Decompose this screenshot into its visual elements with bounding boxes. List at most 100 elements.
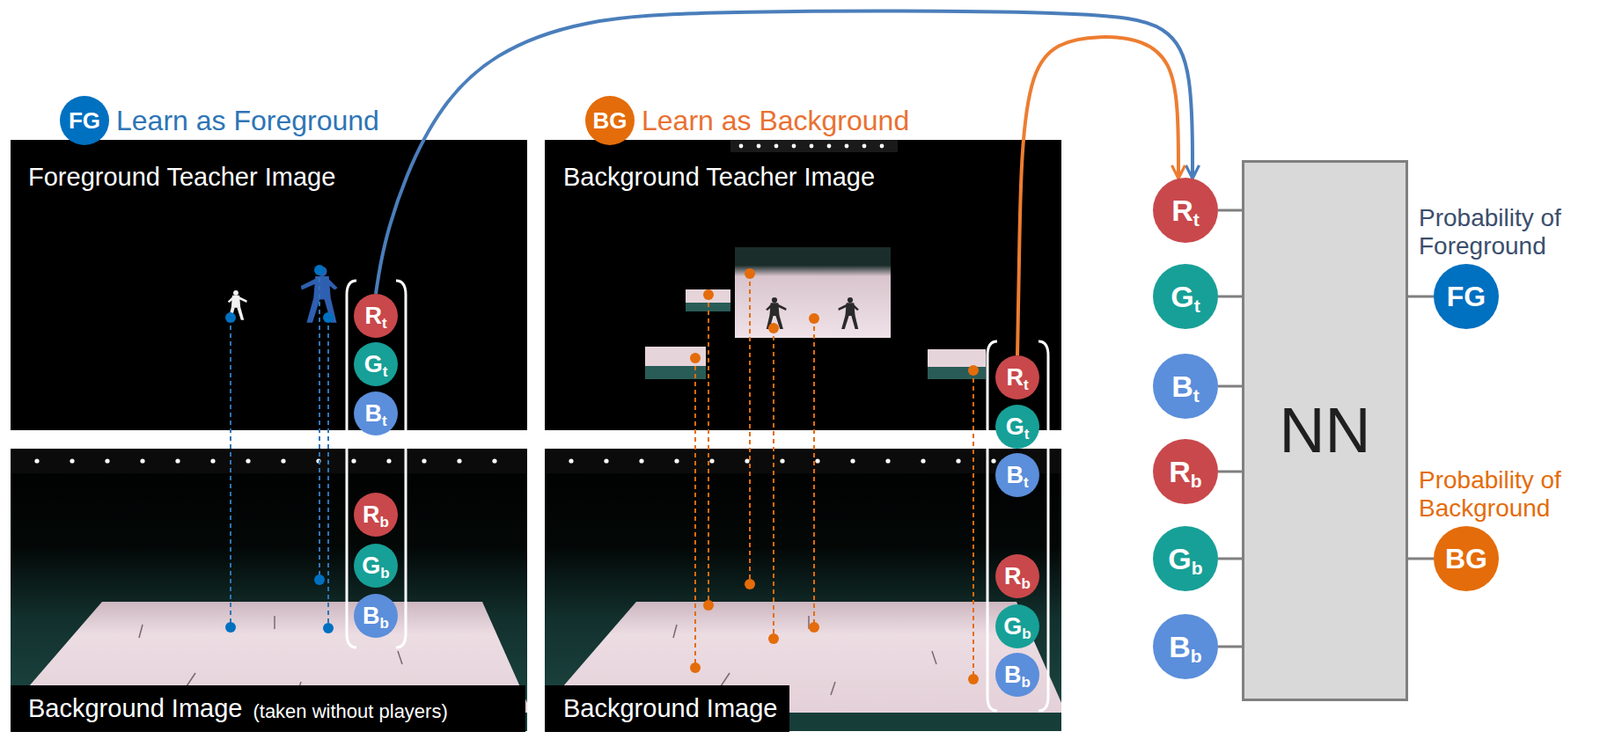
sample-leader — [695, 273, 974, 680]
circle-core: Rb — [353, 492, 398, 537]
circle-core: FG — [59, 95, 110, 146]
class-tag: FG — [1446, 280, 1486, 313]
value-circle: Rb — [995, 554, 1040, 599]
circle-text: Gb — [361, 554, 389, 579]
input-line — [1218, 295, 1242, 299]
channel-letter: B — [362, 602, 381, 630]
channel-letter: B — [1005, 462, 1024, 489]
channel-subscript: t — [382, 363, 389, 381]
circle-text: Rb — [1168, 456, 1202, 487]
network-label: NN — [1279, 394, 1372, 468]
class-tag: FG — [68, 107, 101, 134]
channel-letter: R — [1004, 563, 1022, 590]
circle-text: Bb — [362, 604, 389, 629]
value-circle: Rb — [353, 492, 398, 537]
circle-fill — [995, 453, 1040, 498]
circle-text: Bb — [1168, 631, 1202, 662]
channel-letter: R — [1005, 364, 1024, 391]
sample-dot — [225, 264, 334, 634]
panel-heading: Learn as Background — [641, 104, 910, 138]
circle-text: BG — [1445, 544, 1488, 573]
channel-letter: G — [364, 351, 383, 378]
circle-fill — [1152, 526, 1219, 592]
circle-text: Bt — [1005, 463, 1028, 488]
circle-text: Gb — [1003, 615, 1031, 639]
circle-text: BG — [593, 109, 628, 133]
value-circle: Bb — [353, 594, 398, 639]
circle-fill — [995, 554, 1040, 599]
channel-subscript: t — [381, 412, 388, 430]
input-line — [1218, 385, 1242, 389]
circle-fill — [995, 653, 1040, 698]
player-silhouette — [837, 297, 859, 330]
channel-subscript: b — [1021, 625, 1031, 643]
network-box: NN — [1241, 160, 1409, 702]
input-line — [1408, 295, 1434, 299]
circle-core: Rb — [995, 554, 1040, 599]
circle-core: Bb — [1152, 614, 1219, 680]
channel-letter: B — [1168, 630, 1191, 664]
circle-text: FG — [1446, 282, 1486, 311]
channel-subscript: t — [1023, 376, 1029, 394]
input-line — [1218, 557, 1242, 561]
circle-text: Rt — [364, 304, 387, 329]
channel-letter: B — [1004, 661, 1022, 689]
value-circle: Gb — [353, 543, 398, 588]
flow-arrow — [1017, 36, 1179, 356]
group-bracket — [346, 280, 1049, 712]
class-tag: BG — [593, 107, 628, 134]
panel-heading: Learn as Foreground — [116, 104, 380, 138]
floor-crop — [645, 346, 706, 380]
circle-fill — [1152, 353, 1219, 419]
input-line — [1218, 470, 1242, 474]
circle-text: Bt — [1171, 371, 1200, 402]
circle-core: Rt — [1152, 177, 1219, 243]
input-line — [1408, 557, 1434, 561]
circle-fill — [353, 543, 398, 588]
circle-core: Gb — [353, 543, 398, 588]
channel-letter: B — [1171, 369, 1194, 404]
circle-text: Rt — [1005, 366, 1028, 390]
channel-letter: G — [361, 552, 381, 580]
circle-fill — [353, 492, 398, 537]
circle-fill — [353, 594, 398, 639]
panel-note: (taken without players) — [247, 685, 526, 733]
circle-text: Bt — [364, 402, 387, 426]
value-circle: BGLearn as Background — [585, 95, 635, 146]
input-line — [1218, 209, 1242, 213]
output-caption: Probability of Background — [1418, 466, 1591, 523]
circle-core: Gt — [1152, 264, 1219, 330]
input-line — [1218, 645, 1242, 649]
channel-letter: G — [1005, 413, 1025, 441]
circle-core: Bb — [353, 594, 398, 639]
value-circle: Bb — [1152, 614, 1219, 680]
channel-subscript: b — [1021, 575, 1031, 593]
channel-subscript: t — [381, 315, 388, 332]
floor-crop — [734, 247, 891, 338]
channel-letter: G — [1167, 542, 1191, 576]
circle-fill — [1152, 177, 1219, 243]
circle-text: Rb — [362, 503, 389, 528]
floor-crop — [685, 289, 731, 312]
circle-fill — [585, 95, 635, 146]
channel-subscript: t — [1193, 209, 1200, 230]
circle-core: Gb — [995, 604, 1040, 649]
channel-letter: R — [362, 501, 381, 529]
flow-arrow — [375, 11, 1193, 294]
floor-crop — [927, 349, 986, 380]
circle-core: Bb — [995, 653, 1040, 698]
circle-text: Rt — [1171, 195, 1200, 226]
circle-core: Bt — [353, 391, 398, 436]
circle-text: Gt — [1005, 415, 1030, 440]
channel-letter: R — [1168, 455, 1191, 489]
circle-text: FG — [68, 109, 101, 133]
value-circle: Bb — [995, 653, 1040, 698]
background-teacher-panel — [544, 139, 1062, 431]
value-circle: Bt — [1152, 353, 1219, 419]
circle-fill — [1152, 614, 1219, 680]
channel-subscript: b — [1190, 645, 1203, 667]
circle-core: BG — [585, 95, 635, 146]
value-circle: Rt — [353, 293, 398, 338]
circle-text: Gt — [364, 352, 389, 377]
value-circle: Bt — [995, 453, 1040, 498]
